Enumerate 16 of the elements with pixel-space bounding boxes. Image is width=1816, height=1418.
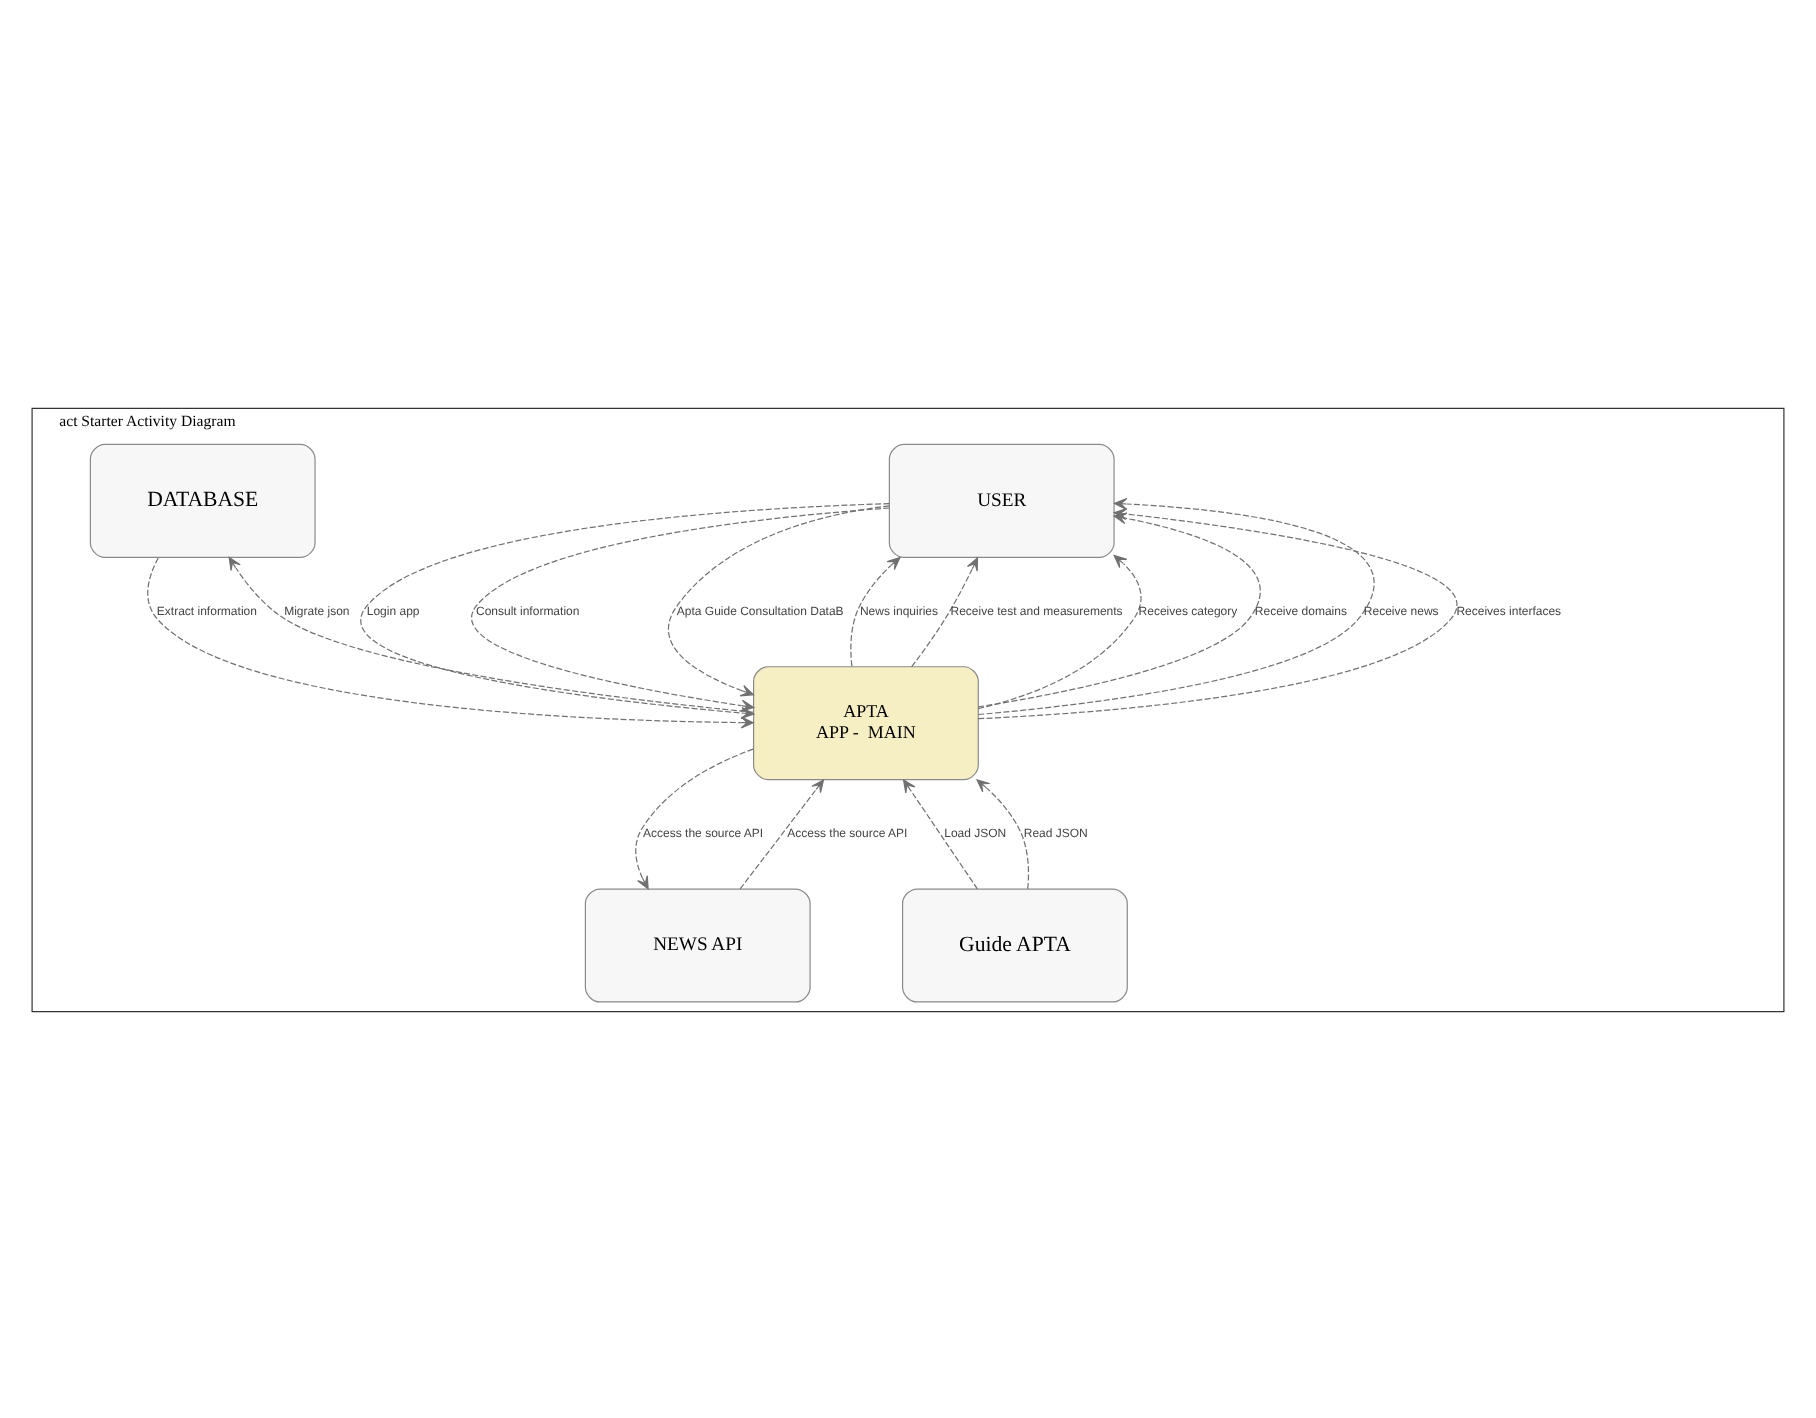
- arrow: [228, 555, 754, 712]
- node-box: Guide APTA: [902, 887, 1128, 1002]
- node-box: USER: [888, 442, 1115, 557]
- node-box: DATABASE: [89, 442, 316, 557]
- arrow: [977, 553, 1142, 709]
- arrow: [850, 556, 901, 666]
- arrow: [902, 778, 978, 889]
- arrow: [739, 778, 825, 889]
- arrow: [977, 497, 1375, 715]
- arrow: [471, 506, 890, 711]
- arrow: [635, 747, 754, 889]
- arrow: [976, 778, 1030, 889]
- arrow: [911, 556, 979, 667]
- node-box: APTA APP - MAIN: [753, 665, 979, 780]
- node-box: NEWS API: [584, 887, 811, 1002]
- arrow: [667, 504, 890, 696]
